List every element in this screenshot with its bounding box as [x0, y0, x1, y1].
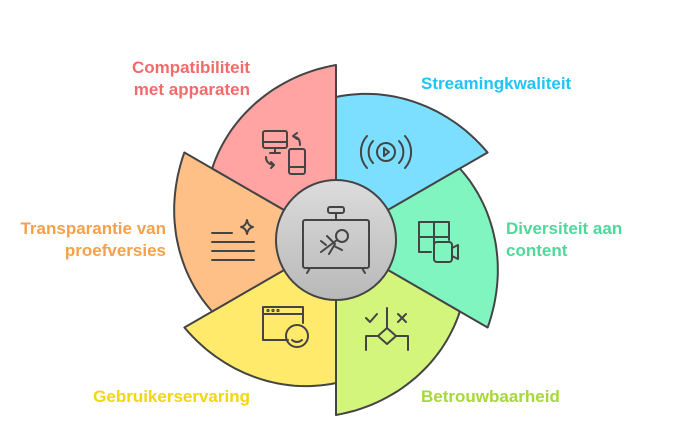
decision-check-cross-icon [365, 307, 409, 351]
devices-sync-icon [262, 130, 306, 175]
center-hub [275, 179, 397, 301]
broadcast-play-icon [359, 135, 413, 169]
segment-transparantie-van-proefversies [173, 151, 337, 313]
label-transparantie-van-proefversies: Transparantie van proefversies [20, 219, 166, 260]
label-streamingkwaliteit: Streamingkwaliteit [421, 74, 572, 93]
label-gebruikerservaring: Gebruikerservaring [93, 387, 250, 406]
text-sparkle-icon [211, 219, 255, 261]
browser-smiley-icon [262, 306, 309, 348]
label-betrouwbaarheid: Betrouwbaarheid [421, 387, 560, 406]
label-diversiteit-aan-content: Diversiteit aan content [506, 219, 623, 260]
segment-diversiteit-aan-content [335, 167, 499, 329]
tv-presentation-icon [302, 206, 370, 274]
grid-video-icon [418, 221, 459, 263]
label-compatibiliteit-met-apparaten: Compatibiliteit met apparaten [131, 58, 250, 99]
